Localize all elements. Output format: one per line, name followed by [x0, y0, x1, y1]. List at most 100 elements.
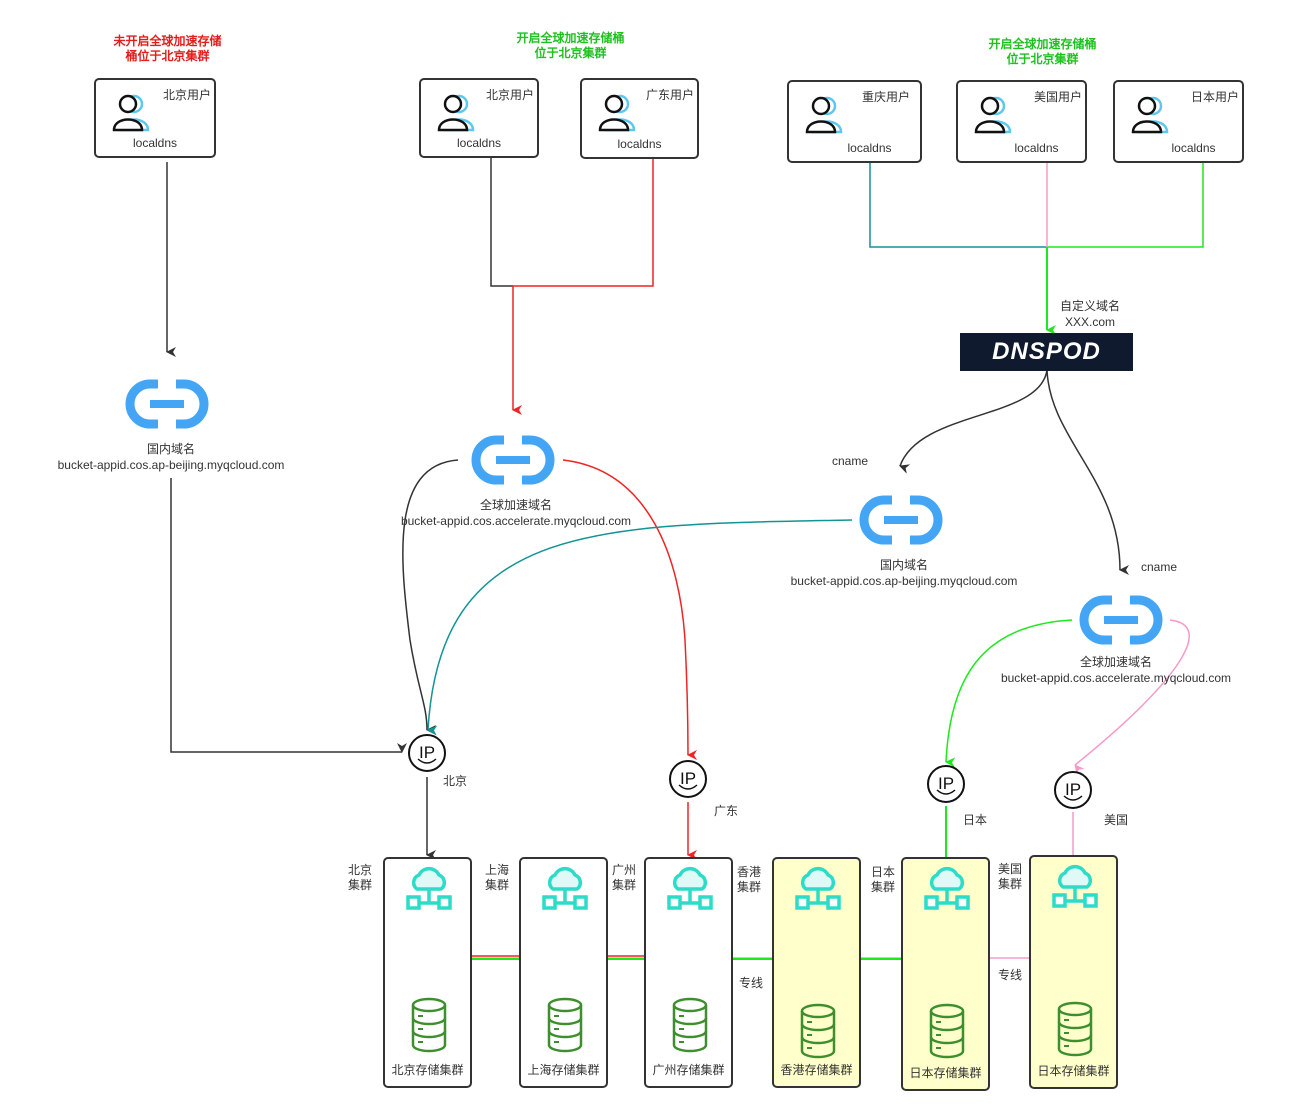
- cluster-name-line: 美国: [998, 862, 1023, 876]
- user-box-japan[interactable]: 日本用户 localdns: [1113, 80, 1244, 163]
- ip-region-label: 北京: [443, 774, 468, 788]
- edge-dnspod-cname-domestic: [899, 369, 1048, 474]
- storage-cluster-label: 上海存储集群: [527, 1063, 600, 1077]
- users-icon: [112, 94, 150, 132]
- domain-host[interactable]: bucket-appid.cos.accelerate.myqcloud.com: [400, 514, 632, 528]
- localdns-label: localdns: [1171, 141, 1216, 155]
- user-name: 北京用户: [485, 88, 534, 102]
- domain-label-mid: 全球加速域名 bucket-appid.cos.accelerate.myqcl…: [380, 497, 652, 529]
- database-icon: [929, 1003, 965, 1059]
- users-icon: [1131, 96, 1169, 134]
- user-box-beijing-left[interactable]: 北京用户 localdns: [94, 78, 216, 158]
- edge-left-domain-to-ip: [170, 478, 407, 753]
- user-box-usa[interactable]: 美国用户 localdns: [956, 80, 1087, 163]
- storage-cluster-label: 香港存储集群: [780, 1063, 853, 1077]
- cluster-box[interactable]: 日本存储集群: [1029, 855, 1118, 1089]
- title-line: 位于北京集群: [534, 46, 607, 60]
- localdns-label: localdns: [617, 137, 662, 151]
- link-icon: [125, 379, 209, 429]
- domain-host[interactable]: bucket-appid.cos.ap-beijing.myqcloud.com: [790, 574, 1018, 588]
- user-box-guangdong[interactable]: 广东用户 localdns: [580, 78, 699, 159]
- cluster-box[interactable]: 北京存储集群: [383, 857, 472, 1088]
- database-icon: [672, 997, 708, 1053]
- domain-label-right-accel: 全球加速域名 bucket-appid.cos.accelerate.myqcl…: [980, 654, 1252, 686]
- edge-accel-to-japan-ip: [945, 619, 1073, 768]
- user-box-beijing-mid[interactable]: 北京用户 localdns: [419, 78, 539, 158]
- cluster-name-line: 集群: [485, 878, 510, 892]
- custom-domain-value: XXX.com: [1064, 315, 1115, 329]
- cluster-name-line: 北京: [348, 863, 373, 877]
- cluster-name-label: 上海集群: [485, 863, 509, 893]
- domain-type: 国内域名: [146, 442, 195, 456]
- ip-region-label: 广东: [714, 804, 739, 818]
- edge-domestic-to-beijing-ip: [427, 519, 853, 736]
- ip-icon-usa[interactable]: IP: [1053, 770, 1093, 810]
- link-icon: [859, 495, 943, 545]
- domain-type: 全球加速域名: [1079, 655, 1152, 669]
- domain-label-left: 国内域名 bucket-appid.cos.ap-beijing.myqclou…: [36, 441, 306, 473]
- domain-type: 国内域名: [879, 558, 928, 572]
- user-name: 美国用户: [1033, 90, 1082, 104]
- cname-label: cname: [832, 454, 869, 468]
- domain-type: 全球加速域名: [479, 498, 552, 512]
- localdns-label: localdns: [847, 141, 892, 155]
- users-icon: [598, 94, 636, 132]
- leased-line-label: 专线: [739, 976, 764, 990]
- cluster-name-label: 日本集群: [871, 865, 895, 895]
- cluster-name-line: 集群: [348, 878, 373, 892]
- user-box-chongqing[interactable]: 重庆用户 localdns: [787, 80, 922, 163]
- database-icon: [411, 997, 447, 1053]
- title-line: 未开启全球加速存储: [113, 34, 222, 48]
- edge-mid-guangdong-user: [512, 158, 654, 415]
- cluster-name-line: 上海: [485, 863, 510, 877]
- title-no-acceleration: 未开启全球加速存储 桶位于北京集群: [80, 34, 255, 64]
- edge-mid-beijing-user: [490, 158, 513, 287]
- cluster-name-label: 美国集群: [998, 862, 1022, 892]
- user-name: 日本用户: [1190, 90, 1239, 104]
- cluster-name-line: 集群: [612, 878, 637, 892]
- ip-icon-beijing[interactable]: IP: [407, 733, 447, 773]
- edge-dnspod-cname-accel: [1046, 369, 1130, 575]
- storage-cluster-label: 广州存储集群: [652, 1063, 725, 1077]
- cluster-box[interactable]: 香港存储集群: [772, 857, 861, 1088]
- link-icon: [1079, 595, 1163, 645]
- cluster-box[interactable]: 日本存储集群: [901, 857, 990, 1091]
- title-acceleration-mid: 开启全球加速存储桶 位于北京集群: [483, 31, 658, 61]
- edge-right-chongqing-user: [869, 162, 1047, 248]
- localdns-label: localdns: [1014, 141, 1059, 155]
- cloud-network-icon: [795, 866, 841, 910]
- localdns-label: localdns: [456, 136, 502, 150]
- user-name: 广东用户: [645, 88, 694, 102]
- database-icon: [800, 1003, 836, 1059]
- cname-label: cname: [1141, 560, 1178, 574]
- edge-mid-accel-to-guangdong-ip: [562, 459, 698, 760]
- custom-domain-label: 自定义域名 XXX.com: [1050, 298, 1130, 330]
- storage-cluster-label: 日本存储集群: [1037, 1064, 1110, 1078]
- storage-cluster-label: 北京存储集群: [391, 1063, 464, 1077]
- cloud-network-icon: [542, 866, 588, 910]
- cluster-box[interactable]: 上海存储集群: [519, 857, 608, 1088]
- link-icon: [471, 435, 555, 485]
- cloud-network-icon: [1052, 864, 1098, 908]
- leased-line-label: 专线: [998, 968, 1023, 982]
- title-acceleration-right: 开启全球加速存储桶 位于北京集群: [955, 37, 1130, 67]
- cluster-name-label: 广州集群: [612, 863, 636, 893]
- domain-label-right-domestic: 国内域名 bucket-appid.cos.ap-beijing.myqclou…: [768, 557, 1040, 589]
- ip-glyph: IP: [419, 743, 435, 762]
- domain-host[interactable]: bucket-appid.cos.ap-beijing.myqcloud.com: [57, 458, 285, 472]
- ip-icon-guangdong[interactable]: IP: [668, 759, 708, 799]
- ip-icon-japan[interactable]: IP: [926, 764, 966, 804]
- cluster-name-line: 广州: [612, 863, 637, 877]
- ip-glyph: IP: [938, 774, 954, 793]
- users-icon: [805, 96, 843, 134]
- domain-host[interactable]: bucket-appid.cos.accelerate.myqcloud.com: [1000, 671, 1232, 685]
- users-icon: [437, 94, 475, 132]
- cluster-box[interactable]: 广州存储集群: [644, 857, 733, 1088]
- database-icon: [547, 997, 583, 1053]
- title-line: 开启全球加速存储桶: [516, 31, 625, 45]
- custom-domain-title: 自定义域名: [1059, 299, 1120, 313]
- storage-cluster-label: 日本存储集群: [909, 1066, 982, 1080]
- title-line: 位于北京集群: [1006, 52, 1079, 66]
- localdns-label: localdns: [132, 136, 178, 150]
- cluster-name-label: 香港集群: [737, 865, 761, 895]
